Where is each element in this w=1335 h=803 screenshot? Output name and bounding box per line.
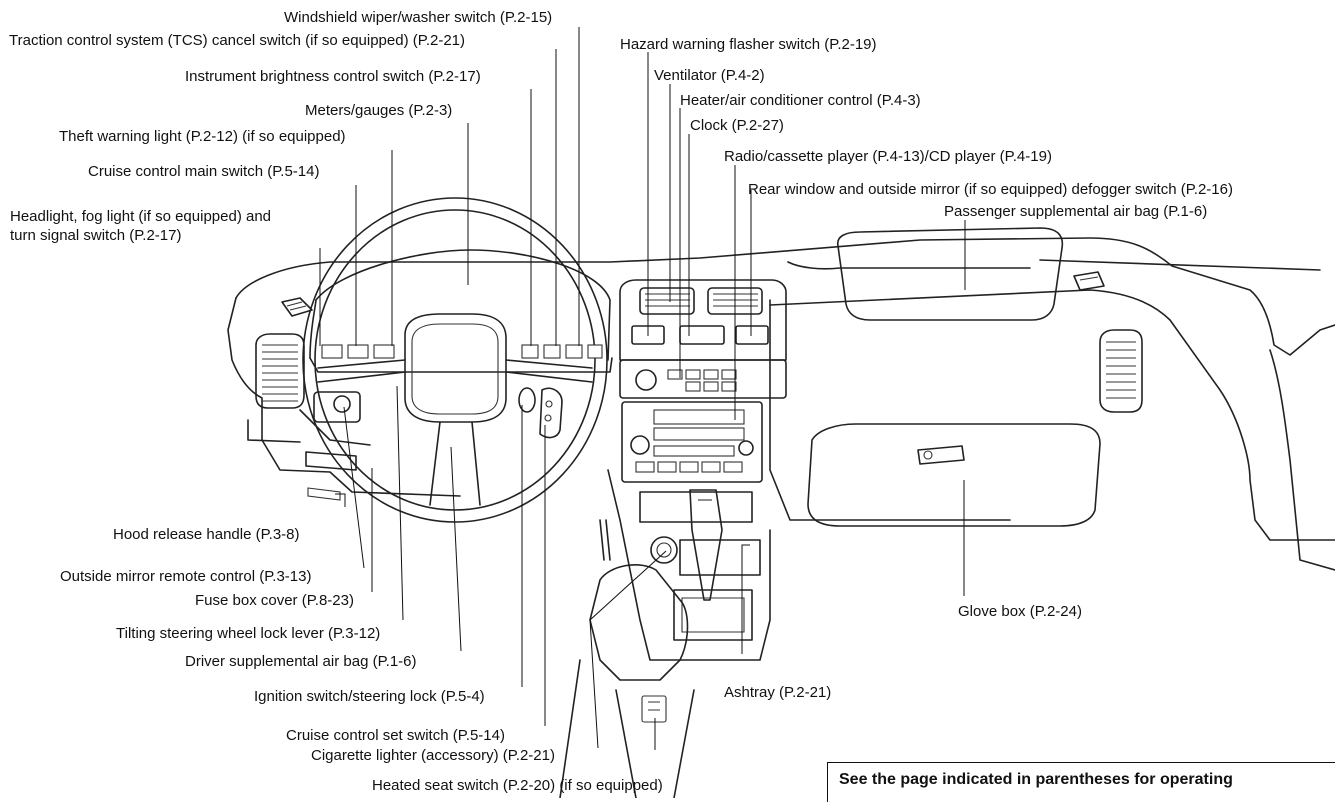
instruction-note: See the page indicated in parentheses fo…: [827, 762, 1335, 802]
leader-lines: [319, 27, 966, 750]
label-cruise-set-switch: Cruise control set switch (P.5-14): [286, 727, 505, 744]
label-mirror-remote: Outside mirror remote control (P.3-13): [60, 568, 311, 585]
dashboard-illustration: [227, 197, 1335, 799]
steering-wheel: [302, 197, 608, 523]
label-ventilator: Ventilator (P.4-2): [654, 67, 765, 84]
label-driver-airbag: Driver supplemental air bag (P.1-6): [185, 653, 417, 670]
label-heater-ac-control: Heater/air conditioner control (P.4-3): [680, 92, 921, 109]
passenger-airbag-lid: [836, 227, 1064, 321]
label-instrument-brightness: Instrument brightness control switch (P.…: [185, 68, 481, 85]
glove-box: [807, 423, 1101, 527]
center-stack: [559, 279, 787, 799]
label-heated-seat-switch: Heated seat switch (P.2-20) (if so equip…: [372, 777, 663, 794]
label-cigarette-lighter: Cigarette lighter (accessory) (P.2-21): [311, 747, 555, 764]
label-radio-cd-player: Radio/cassette player (P.4-13)/CD player…: [724, 148, 1052, 165]
left-side-vent: [255, 333, 305, 409]
callout-labels: Windshield wiper/washer switch (P.2-15) …: [9, 9, 1233, 794]
left-lower-panel: [299, 391, 371, 501]
label-cruise-main-switch: Cruise control main switch (P.5-14): [88, 163, 319, 180]
ignition-area: [518, 387, 563, 439]
label-clock: Clock (P.2-27): [690, 117, 784, 134]
label-theft-warning-light: Theft warning light (P.2-12) (if so equi…: [59, 128, 346, 145]
label-defogger-switch: Rear window and outside mirror (if so eq…: [748, 181, 1233, 198]
label-passenger-airbag: Passenger supplemental air bag (P.1-6): [944, 203, 1207, 220]
label-headlight-switch: Headlight, fog light (if so equipped) an…: [10, 208, 271, 225]
label-headlight-switch-line2: turn signal switch (P.2-17): [10, 227, 181, 244]
label-hazard-switch: Hazard warning flasher switch (P.2-19): [620, 36, 877, 53]
label-ignition-switch: Ignition switch/steering lock (P.5-4): [254, 688, 485, 705]
label-wiper-switch: Windshield wiper/washer switch (P.2-15): [284, 9, 552, 26]
label-tilt-lever: Tilting steering wheel lock lever (P.3-1…: [116, 625, 380, 642]
label-meters-gauges: Meters/gauges (P.2-3): [305, 102, 452, 119]
instruction-note-text: See the page indicated in parentheses fo…: [839, 771, 1233, 788]
label-fuse-box-cover: Fuse box cover (P.8-23): [195, 592, 354, 609]
left-top-vent: [281, 297, 313, 317]
right-vents: [1073, 271, 1143, 413]
label-hood-release: Hood release handle (P.3-8): [113, 526, 300, 543]
label-glove-box: Glove box (P.2-24): [958, 603, 1082, 620]
label-ashtray: Ashtray (P.2-21): [724, 684, 831, 701]
label-tcs-cancel-switch: Traction control system (TCS) cancel swi…: [9, 32, 465, 49]
cluster-switches: [321, 344, 603, 359]
